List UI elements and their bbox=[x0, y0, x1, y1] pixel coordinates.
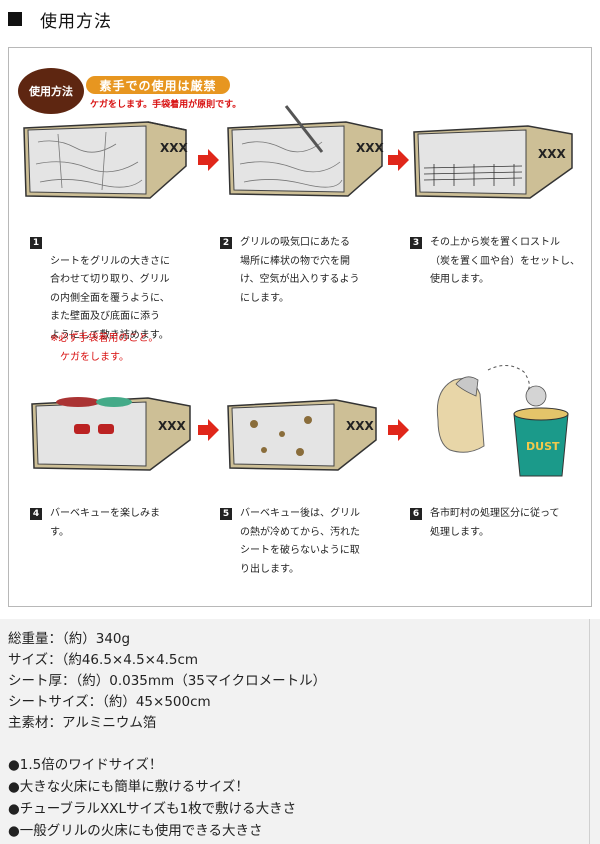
box-mark: XXX bbox=[158, 419, 187, 433]
can-label: DUST bbox=[526, 440, 560, 453]
feature-item: ●チューブラルXXLサイズも1枚で敷ける大きさ bbox=[8, 801, 297, 817]
step-text: シートをグリルの大きさに 合わせて切り取り、グリル の内側全面を覆うように、 ま… bbox=[50, 255, 170, 341]
grill-illustration-4: XXX bbox=[31, 397, 191, 471]
box-mark: XXX bbox=[538, 147, 567, 161]
step-number: 4 bbox=[30, 508, 42, 520]
grill-illustration-2: XXX bbox=[227, 105, 385, 197]
spec-size: サイズ：（約46.5×4.5×4.5cm bbox=[8, 652, 199, 668]
feature-item: ●大きな火床にも簡単に敷けるサイズ！ bbox=[8, 779, 249, 795]
spec-sheet-size: シートサイズ：（約）45×500cm bbox=[8, 694, 211, 710]
step-number: 5 bbox=[220, 508, 232, 520]
step-number: 6 bbox=[410, 508, 422, 520]
step-number: 1 bbox=[30, 237, 42, 249]
step-text: グリルの吸気口にあたる 場所に棒状の物で穴を開 け、空気が出入りするよう にしま… bbox=[240, 237, 360, 304]
step-text: バーベキューを楽しみま す。 bbox=[50, 508, 160, 538]
section-title: 使用方法 bbox=[40, 11, 112, 32]
spec-weight: 総重量：（約）340g bbox=[8, 631, 131, 647]
step-number: 2 bbox=[220, 237, 232, 249]
product-specs: 総重量：（約）340g サイズ：（約46.5×4.5×4.5cm シート厚：（約… bbox=[0, 619, 600, 844]
arrow-right-icon bbox=[198, 149, 219, 171]
warning-pill: 素手での使用は厳禁 bbox=[86, 76, 230, 94]
step-2: 2 グリルの吸気口にあたる 場所に棒状の物で穴を開 け、空気が出入りするよう に… bbox=[220, 234, 400, 314]
step-4: 4 バーベキューを楽しみま す。 bbox=[30, 505, 210, 545]
grill-illustration-3: XXX bbox=[413, 125, 573, 199]
step-text: バーベキュー後は、グリル の熱が冷めてから、汚れた シートを破らないように取 り… bbox=[240, 508, 360, 575]
divider bbox=[589, 619, 590, 844]
grill-illustration-1: XXX bbox=[23, 121, 189, 199]
section-heading: 使用方法 bbox=[8, 6, 112, 32]
arrow-right-icon bbox=[388, 419, 409, 441]
usage-badge: 使用方法 bbox=[18, 68, 84, 114]
step-number: 3 bbox=[410, 237, 422, 249]
spec-material: 主素材：アルミニウム箔 bbox=[8, 715, 157, 731]
step-5: 5 バーベキュー後は、グリル の熱が冷めてから、汚れた シートを破らないように取… bbox=[220, 505, 400, 585]
feature-item: ●一般グリルの火床にも使用できる大きさ bbox=[8, 823, 263, 839]
step-text: 各市町村の処理区分に従って 処理します。 bbox=[430, 508, 560, 538]
step-6: 6 各市町村の処理区分に従って 処理します。 bbox=[410, 505, 590, 545]
box-mark: XXX bbox=[160, 141, 189, 155]
grill-illustration-5: XXX bbox=[227, 399, 377, 471]
box-mark: XXX bbox=[356, 141, 385, 155]
feature-item: ●1.5倍のワイドサイズ！ bbox=[8, 757, 163, 773]
disposal-illustration: DUST bbox=[436, 365, 569, 477]
step-1: 1 シートをグリルの大きさに 合わせて切り取り、グリル の内側全面を覆うように、… bbox=[30, 234, 210, 364]
step-text: その上から炭を置くロストル （炭を置く皿や台）をセットし、 使用します。 bbox=[430, 237, 580, 285]
step-3: 3 その上から炭を置くロストル （炭を置く皿や台）をセットし、 使用します。 bbox=[410, 234, 590, 294]
square-bullet-icon bbox=[8, 12, 22, 26]
step-note: ※必ず手袋着用のこと。 ケガをします。 bbox=[50, 333, 159, 363]
box-mark: XXX bbox=[346, 419, 375, 433]
spec-thickness: シート厚：（約）0.035mm（35マイクロメートル） bbox=[8, 673, 327, 689]
arrow-right-icon bbox=[198, 419, 219, 441]
warning-subtext: ケガをします。手袋着用が原則です。 bbox=[90, 100, 242, 110]
arrow-right-icon bbox=[388, 149, 409, 171]
